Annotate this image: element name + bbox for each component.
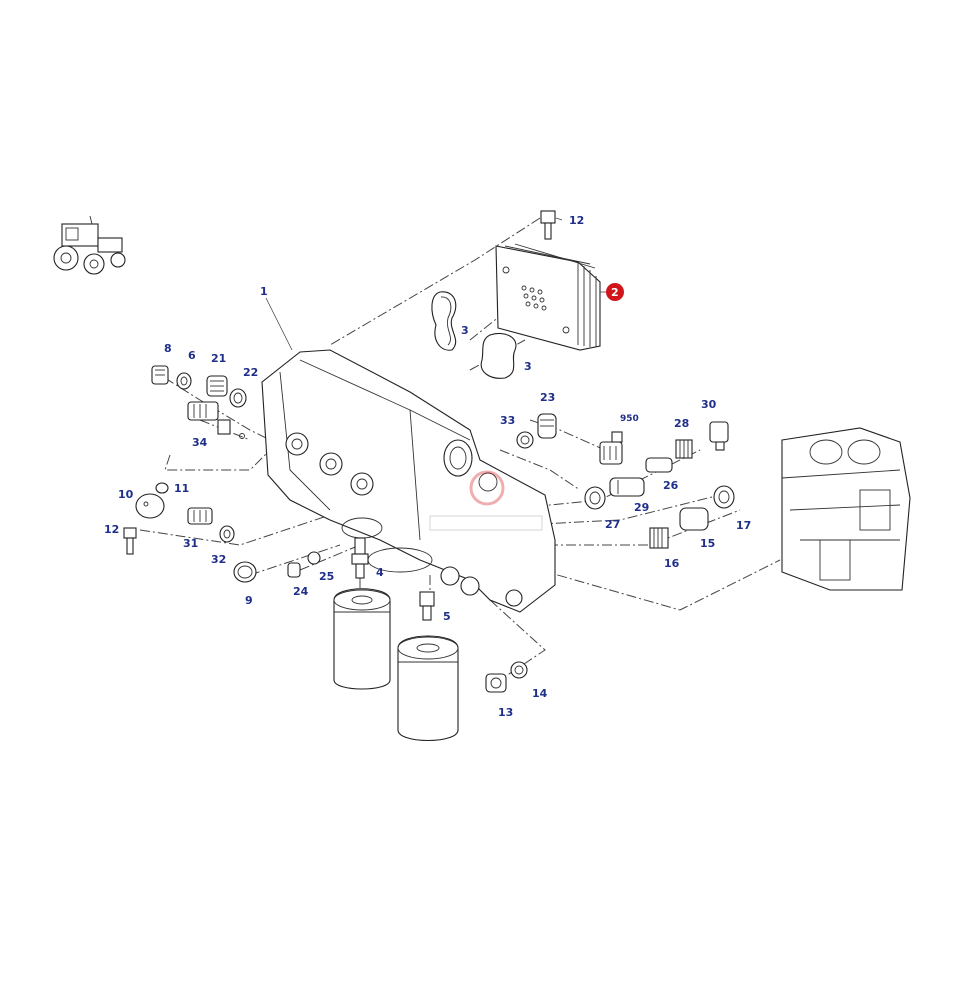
callout-10: 10	[118, 488, 134, 501]
callout-33: 33	[500, 414, 515, 427]
callout-24: 24	[293, 585, 309, 598]
callout-9: 9	[245, 594, 253, 607]
plug-8[interactable]	[151, 365, 169, 385]
gasket-3-upper[interactable]	[431, 291, 457, 351]
gasket-3-lower[interactable]	[480, 332, 517, 379]
o-ring-32[interactable]	[219, 525, 235, 543]
oil-filter-right[interactable]	[397, 635, 459, 742]
callout-8: 8	[164, 342, 172, 355]
callout-17: 17	[736, 519, 751, 532]
bolt-12-top[interactable]	[540, 210, 556, 240]
callout-34: 34	[192, 436, 208, 449]
callout-25: 25	[319, 570, 334, 583]
callout-21: 21	[211, 352, 226, 365]
o-ring-33[interactable]	[516, 431, 534, 449]
callout-2: 2	[611, 286, 619, 299]
piston-15[interactable]	[679, 507, 709, 531]
plug-17[interactable]	[713, 485, 735, 509]
callout-950: 950	[620, 414, 639, 424]
sensor-30[interactable]	[709, 421, 729, 451]
valve-29[interactable]	[609, 477, 645, 497]
callout-32: 32	[211, 553, 226, 566]
tractor-icon	[53, 215, 126, 275]
o-ring-6[interactable]	[176, 372, 192, 390]
callout-29: 29	[634, 501, 649, 514]
o-ring-22[interactable]	[229, 388, 247, 408]
callout-30: 30	[701, 398, 717, 411]
callout-13: 13	[498, 706, 513, 719]
o-ring-25[interactable]	[307, 551, 321, 565]
bolt-12-left[interactable]	[123, 527, 137, 555]
highlight-badge	[606, 283, 624, 301]
oil-filter-head-housing[interactable]	[261, 349, 556, 613]
sensor-34[interactable]	[187, 401, 245, 439]
fitting-31[interactable]	[187, 507, 213, 525]
callout-31: 31	[183, 537, 198, 550]
nipple-5[interactable]	[419, 591, 435, 621]
callout-12b: 12	[569, 214, 584, 227]
callout-3a: 3	[461, 324, 469, 337]
engine-block-icon	[781, 427, 911, 591]
plug-13[interactable]	[485, 673, 507, 693]
oil-cooler[interactable]	[495, 243, 601, 351]
piston-26[interactable]	[645, 457, 673, 473]
callout-26: 26	[663, 479, 679, 492]
cover-plate-10[interactable]	[135, 493, 165, 519]
callout-1: 1	[260, 285, 268, 298]
callout-12a: 12	[104, 523, 119, 536]
callout-4: 4	[376, 566, 384, 579]
o-ring-14[interactable]	[510, 661, 528, 679]
callout-16: 16	[664, 557, 680, 570]
callout-labels: 1 2 3 3 4 5 6 8 9 10 11 12 12 13 14 15 1…	[104, 214, 751, 719]
spring-16[interactable]	[649, 527, 669, 549]
valve-950[interactable]	[599, 431, 623, 465]
watermark-logo	[429, 470, 543, 531]
callout-11: 11	[174, 482, 189, 495]
plug-21[interactable]	[206, 375, 228, 397]
callout-27: 27	[605, 518, 620, 531]
callout-3b: 3	[524, 360, 532, 373]
plug-27[interactable]	[584, 486, 606, 510]
spring-28[interactable]	[675, 439, 693, 459]
callout-22: 22	[243, 366, 258, 379]
o-ring-11[interactable]	[155, 482, 169, 494]
callout-28: 28	[674, 417, 689, 430]
o-ring-9[interactable]	[233, 561, 257, 583]
nipple-4[interactable]	[351, 537, 369, 579]
callout-23: 23	[540, 391, 555, 404]
plug-23[interactable]	[537, 413, 557, 439]
oil-filter-left[interactable]	[333, 588, 391, 690]
callout-6: 6	[188, 349, 196, 362]
callout-15: 15	[700, 537, 715, 550]
callout-5: 5	[443, 610, 451, 623]
plug-24[interactable]	[287, 562, 301, 578]
callout-14: 14	[532, 687, 548, 700]
